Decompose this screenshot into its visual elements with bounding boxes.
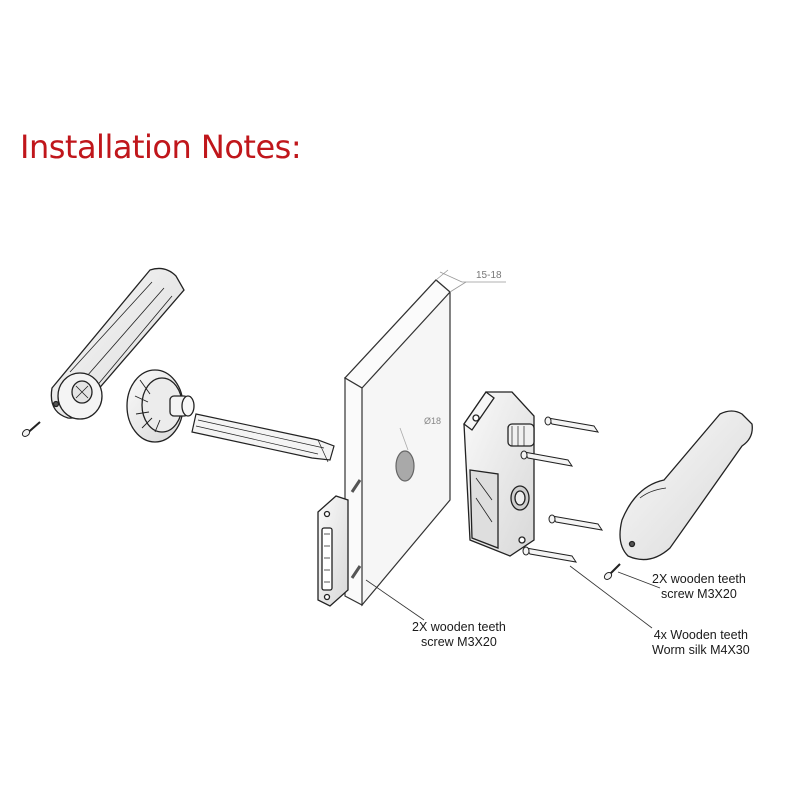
callout-worm-screws: 4x Wooden teeth Worm silk M4X30: [652, 628, 750, 658]
callout-worm-screws-line1: 4x Wooden teeth: [653, 628, 748, 642]
hole-diameter-label: Ø18: [424, 416, 442, 426]
thickness-dimension: [435, 269, 506, 293]
worm-screws: [520, 416, 604, 563]
callout-right-screws-line1: 2X wooden teeth: [652, 572, 746, 586]
callout-worm-screws-line2: Worm silk M4X30: [652, 643, 750, 657]
lock-body: [463, 391, 535, 557]
callout-left-screws-line2: screw M3X20: [421, 635, 497, 649]
left-handle-screw: [21, 421, 41, 437]
handle-rose: [126, 369, 195, 443]
right-handle-screw: [603, 563, 621, 580]
callout-right-screws: 2X wooden teeth screw M3X20: [652, 572, 746, 602]
spindle-hole: [395, 450, 415, 482]
callout-right-screws-line2: screw M3X20: [661, 587, 737, 601]
callout-left-screws-line1: 2X wooden teeth: [412, 620, 506, 634]
page-title: Installation Notes:: [20, 128, 302, 166]
thickness-dimension-label: 15-18: [476, 270, 502, 281]
callout-left-screws: 2X wooden teeth screw M3X20: [412, 620, 506, 650]
spindle-bar: [191, 413, 335, 463]
strike-plate: [317, 495, 349, 607]
door-slab: [344, 279, 451, 607]
left-handle: [50, 267, 185, 420]
right-handle: [619, 410, 753, 561]
callout-leaders: [365, 565, 661, 629]
